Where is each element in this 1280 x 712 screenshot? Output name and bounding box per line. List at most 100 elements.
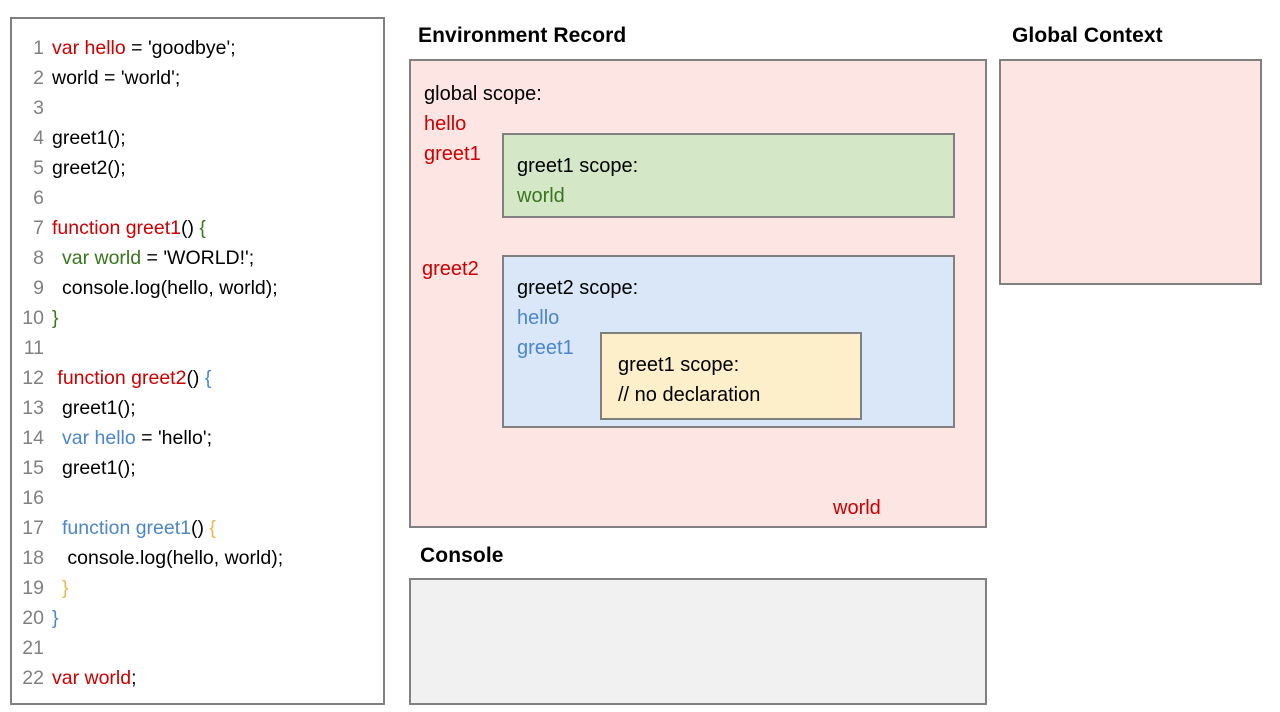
- global-context-title: Global Context: [1012, 24, 1163, 47]
- greet1-binding-world: world: [517, 185, 565, 207]
- code-token: greet1();: [52, 127, 126, 149]
- global-binding-greet1: greet1: [424, 143, 481, 165]
- global-scope-label: global scope:: [424, 83, 542, 105]
- code-line-text: world = 'world';: [52, 63, 180, 93]
- line-number: 13: [22, 397, 44, 419]
- code-line-text: greet1();: [52, 393, 136, 423]
- greet1-nested-scope-label: greet1 scope:: [618, 354, 740, 376]
- code-line: 14 var hello = 'hello';: [12, 423, 383, 453]
- line-number: 4: [33, 127, 44, 149]
- code-line: 2 world = 'world';: [12, 63, 383, 93]
- code-line: 10}: [12, 303, 383, 333]
- line-number: 18: [22, 547, 44, 569]
- code-token: console.log(hello, world);: [62, 547, 284, 569]
- line-number: 20: [22, 607, 44, 629]
- code-token: (): [181, 217, 200, 239]
- code-token: var world: [52, 667, 132, 689]
- code-panel: 1 var hello = 'goodbye'; 2 world = 'world';…: [10, 17, 385, 705]
- code-line: 3: [12, 93, 383, 123]
- code-line-text: greet1();: [52, 453, 136, 483]
- code-token: function greet1: [62, 517, 192, 539]
- code-token: greet1();: [62, 397, 136, 419]
- code-line-text: }: [52, 573, 69, 603]
- code-token: = 'hello';: [135, 427, 213, 449]
- code-line-text: console.log(hello, world);: [52, 273, 278, 303]
- code-line: 19}: [12, 573, 383, 603]
- code-line: 15 greet1();: [12, 453, 383, 483]
- code-token: }: [52, 307, 59, 329]
- line-number: 19: [22, 577, 44, 599]
- code-line-text: function greet1() {: [52, 213, 206, 243]
- code-token: = 'goodbye';: [125, 37, 236, 59]
- code-line: 1 var hello = 'goodbye';: [12, 33, 383, 63]
- line-number: 17: [22, 517, 44, 539]
- code-line-text: console.log(hello, world);: [52, 543, 283, 573]
- code-line: 13 greet1();: [12, 393, 383, 423]
- console-output: [411, 580, 985, 592]
- greet2-scope-label: greet2 scope:: [517, 277, 639, 299]
- code-line: 7 function greet1() {: [12, 213, 383, 243]
- global-binding-world: world: [833, 497, 881, 519]
- greet1-scope-box: greet1 scope: world: [502, 133, 955, 218]
- code-line: 9 console.log(hello, world);: [12, 273, 383, 303]
- greet2-binding-greet1: greet1: [517, 337, 574, 359]
- code-token: var hello: [62, 427, 136, 449]
- code-line: 21: [12, 633, 383, 663]
- code-line: 18 console.log(hello, world);: [12, 543, 383, 573]
- line-number: 9: [33, 277, 44, 299]
- code-token: {: [199, 217, 206, 239]
- global-context-contents: [1001, 61, 1260, 75]
- global-scope-group: global scope: hello greet1: [424, 79, 979, 169]
- greet1-nested-scope-content: greet1 scope: // no declaration: [618, 350, 760, 410]
- global-binding-hello: hello: [424, 113, 467, 135]
- code-line: 17 function greet1() {: [12, 513, 383, 543]
- code-token: = 'WORLD!';: [141, 247, 255, 269]
- global-context-box: [999, 59, 1262, 285]
- code-line-text: }: [52, 303, 59, 333]
- line-number: 14: [22, 427, 44, 449]
- greet2-scope-content: greet2 scope: hello greet1: [517, 273, 638, 363]
- line-number: 16: [22, 487, 44, 509]
- line-number: 1: [33, 37, 44, 59]
- line-number: 21: [22, 637, 44, 659]
- code-token: }: [52, 607, 59, 629]
- code-token: console.log(hello, world);: [62, 277, 278, 299]
- line-number: 10: [22, 307, 44, 329]
- code-token: (): [191, 517, 210, 539]
- greet1-scope-label: greet1 scope:: [517, 155, 639, 177]
- line-number: 11: [23, 337, 44, 359]
- line-number: 7: [33, 217, 44, 239]
- code-token: function greet1: [52, 217, 182, 239]
- code-line: 8 var world = 'WORLD!';: [12, 243, 383, 273]
- line-number: 12: [22, 367, 44, 389]
- code-token: ;: [131, 667, 137, 689]
- code-token: var hello: [52, 37, 126, 59]
- global-binding-greet2-wrap: greet2: [422, 254, 479, 284]
- line-number: 3: [33, 97, 44, 119]
- console-title: Console: [420, 544, 504, 567]
- line-number: 22: [22, 667, 44, 689]
- greet2-binding-hello: hello: [517, 307, 560, 329]
- line-number: 15: [22, 457, 44, 479]
- line-number: 2: [33, 67, 44, 89]
- code-line-text: function greet1() {: [52, 513, 216, 543]
- code-line: 20}: [12, 603, 383, 633]
- code-line: 4 greet1();: [12, 123, 383, 153]
- global-binding-world-wrap: world: [833, 493, 881, 523]
- code-line: 22 var world;: [12, 663, 383, 693]
- code-line: 16: [12, 483, 383, 513]
- code-line-text: var hello = 'goodbye';: [52, 33, 236, 63]
- line-number: 5: [33, 157, 44, 179]
- line-number: 6: [33, 187, 44, 209]
- code-line-text: var world;: [52, 663, 137, 693]
- console-box: [409, 578, 987, 705]
- code-token: }: [62, 577, 69, 599]
- code-token: (): [186, 367, 205, 389]
- code-token: function greet2: [52, 367, 187, 389]
- line-number: 8: [33, 247, 44, 269]
- code-line-text: var world = 'WORLD!';: [52, 243, 254, 273]
- code-token: {: [204, 367, 212, 389]
- code-line-text: }: [52, 603, 59, 633]
